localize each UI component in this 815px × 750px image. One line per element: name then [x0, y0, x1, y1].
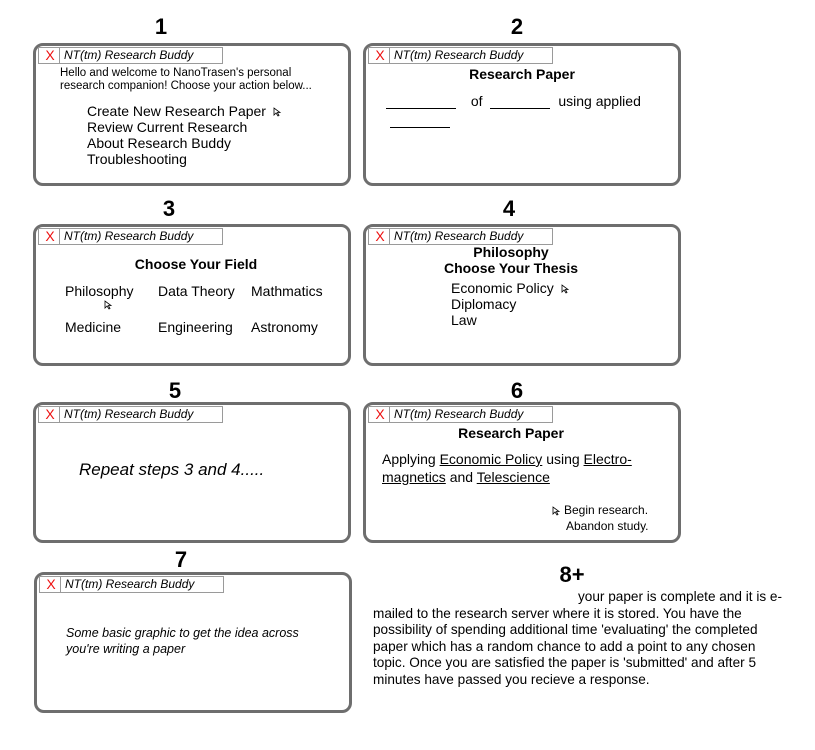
intro-line: research companion! Choose your action b…	[60, 80, 312, 92]
close-icon[interactable]: X	[46, 576, 56, 592]
field-blank[interactable]	[490, 94, 551, 109]
close-icon[interactable]: X	[45, 47, 55, 63]
thesis-label: Economic Policy	[451, 280, 554, 296]
main-menu: Create New Research Paper Review Current…	[87, 103, 283, 167]
close-icon[interactable]: X	[375, 406, 385, 422]
description-line: your paper is complete and it is e-	[578, 589, 783, 604]
summary-text: using	[546, 451, 580, 467]
description-line: mailed to the research server where it i…	[373, 605, 742, 621]
description-line: topic. Once you are satisfied the paper …	[373, 655, 757, 670]
topic-blank[interactable]	[386, 94, 456, 109]
thesis-option-law[interactable]: Law	[451, 312, 477, 328]
paper-summary: Applying Economic Policy using Electro- …	[382, 450, 632, 486]
field-option-engineering[interactable]: Engineering	[158, 319, 233, 335]
selected-field-heading: Philosophy	[473, 244, 549, 260]
note-line: you're writing a paper	[66, 642, 186, 656]
intro-text: Hello and welcome to NanoTrasen's person…	[60, 67, 312, 93]
field-option-data-theory[interactable]: Data Theory	[158, 283, 235, 299]
description-line: possibility of spending additional time …	[373, 622, 758, 637]
summary-text: Applying	[382, 451, 436, 467]
placeholder-graphic-note: Some basic graphic to get the idea acros…	[66, 625, 299, 657]
window-title: NT(tm) Research Buddy	[59, 48, 196, 63]
research-buddy-window-3: X NT(tm) Research Buddy Choose Your Fiel…	[33, 224, 351, 366]
summary-method: magnetics	[382, 469, 446, 485]
research-buddy-window-6: X NT(tm) Research Buddy Research Paper A…	[363, 402, 681, 543]
method-blank[interactable]	[390, 113, 450, 128]
mouse-pointer-icon	[273, 107, 282, 117]
window-titlebar: X NT(tm) Research Buddy	[368, 406, 553, 423]
research-buddy-window-1: X NT(tm) Research Buddy Hello and welcom…	[33, 43, 351, 186]
close-icon[interactable]: X	[45, 228, 55, 244]
research-buddy-window-7: X NT(tm) Research Buddy Some basic graph…	[34, 572, 352, 713]
field-option-astronomy[interactable]: Astronomy	[251, 319, 318, 335]
summary-text: and	[449, 469, 474, 485]
intro-line: Hello and welcome to NanoTrasen's person…	[60, 67, 292, 79]
mouse-pointer-icon	[104, 300, 113, 310]
summary-method: Electro-	[583, 451, 632, 467]
window-titlebar: X NT(tm) Research Buddy	[38, 406, 223, 423]
menu-item-review[interactable]: Review Current Research	[87, 119, 248, 135]
window-title: NT(tm) Research Buddy	[389, 229, 526, 244]
description-line: paper which has a random chance to add a…	[373, 638, 756, 654]
step-number-7: 7	[174, 547, 188, 572]
begin-research-label: Begin research.	[564, 503, 649, 517]
summary-topic: Economic Policy	[439, 451, 543, 467]
step-number-1: 1	[154, 14, 168, 39]
window-title: NT(tm) Research Buddy	[389, 407, 526, 422]
step-number-3: 3	[162, 196, 176, 221]
panel-heading: Choose Your Thesis	[443, 260, 579, 276]
thesis-option-diplomacy[interactable]: Diplomacy	[451, 296, 517, 312]
window-titlebar: X NT(tm) Research Buddy	[368, 47, 553, 64]
begin-research-option[interactable]: Begin research.	[552, 503, 648, 517]
menu-item-label: Create New Research Paper	[87, 103, 266, 119]
research-buddy-window-4: X NT(tm) Research Buddy Philosophy Choos…	[363, 224, 681, 366]
paper-template-line: of using applied	[386, 93, 641, 109]
summary-method: Telescience	[476, 469, 550, 485]
paper-summary-line: Applying Economic Policy using Electro-	[382, 450, 632, 468]
window-titlebar: X NT(tm) Research Buddy	[368, 228, 553, 245]
menu-item-create[interactable]: Create New Research Paper	[87, 103, 283, 119]
panel-heading: Choose Your Field	[134, 256, 258, 272]
using-text: using applied	[558, 93, 641, 109]
close-icon[interactable]: X	[375, 47, 385, 63]
research-buddy-window-5: X NT(tm) Research Buddy Repeat steps 3 a…	[33, 402, 351, 543]
step-number-4: 4	[502, 196, 516, 221]
menu-item-about[interactable]: About Research Buddy	[87, 135, 231, 151]
close-icon[interactable]: X	[45, 406, 55, 422]
field-option-medicine[interactable]: Medicine	[65, 319, 122, 335]
repeat-steps-text: Repeat steps 3 and 4.....	[79, 460, 265, 479]
step-number-6: 6	[510, 378, 524, 403]
panel-heading: Research Paper	[469, 66, 575, 82]
research-buddy-window-2: X NT(tm) Research Buddy Research Paper o…	[363, 43, 681, 186]
window-titlebar: X NT(tm) Research Buddy	[38, 47, 223, 64]
thesis-list: Economic Policy Diplomacy Law	[451, 280, 571, 328]
window-title: NT(tm) Research Buddy	[389, 48, 526, 63]
panel-heading: Research Paper	[458, 425, 564, 441]
close-icon[interactable]: X	[375, 228, 385, 244]
thesis-option-economic-policy[interactable]: Economic Policy	[451, 280, 571, 296]
of-text: of	[470, 93, 483, 109]
mouse-pointer-icon	[552, 506, 561, 516]
mouse-pointer-icon	[561, 284, 569, 294]
step-number-2: 2	[510, 14, 524, 39]
note-line: Some basic graphic to get the idea acros…	[66, 626, 299, 640]
menu-item-troubleshooting[interactable]: Troubleshooting	[87, 151, 187, 167]
window-title: NT(tm) Research Buddy	[59, 229, 196, 244]
step-8-description: your paper is complete and it is e- mail…	[373, 589, 813, 688]
field-option-mathmatics[interactable]: Mathmatics	[251, 283, 323, 299]
window-titlebar: X NT(tm) Research Buddy	[38, 228, 223, 245]
window-titlebar: X NT(tm) Research Buddy	[39, 576, 224, 593]
step-number-8: 8+	[559, 562, 585, 587]
window-title: NT(tm) Research Buddy	[59, 407, 196, 422]
field-option-philosophy[interactable]: Philosophy	[65, 283, 134, 299]
description-line: minutes have passed you recieve a respon…	[373, 671, 650, 687]
paper-summary-line: magnetics and Telescience	[382, 468, 632, 486]
abandon-study-option[interactable]: Abandon study.	[566, 519, 649, 533]
window-title: NT(tm) Research Buddy	[60, 577, 197, 592]
step-number-5: 5	[168, 378, 182, 403]
